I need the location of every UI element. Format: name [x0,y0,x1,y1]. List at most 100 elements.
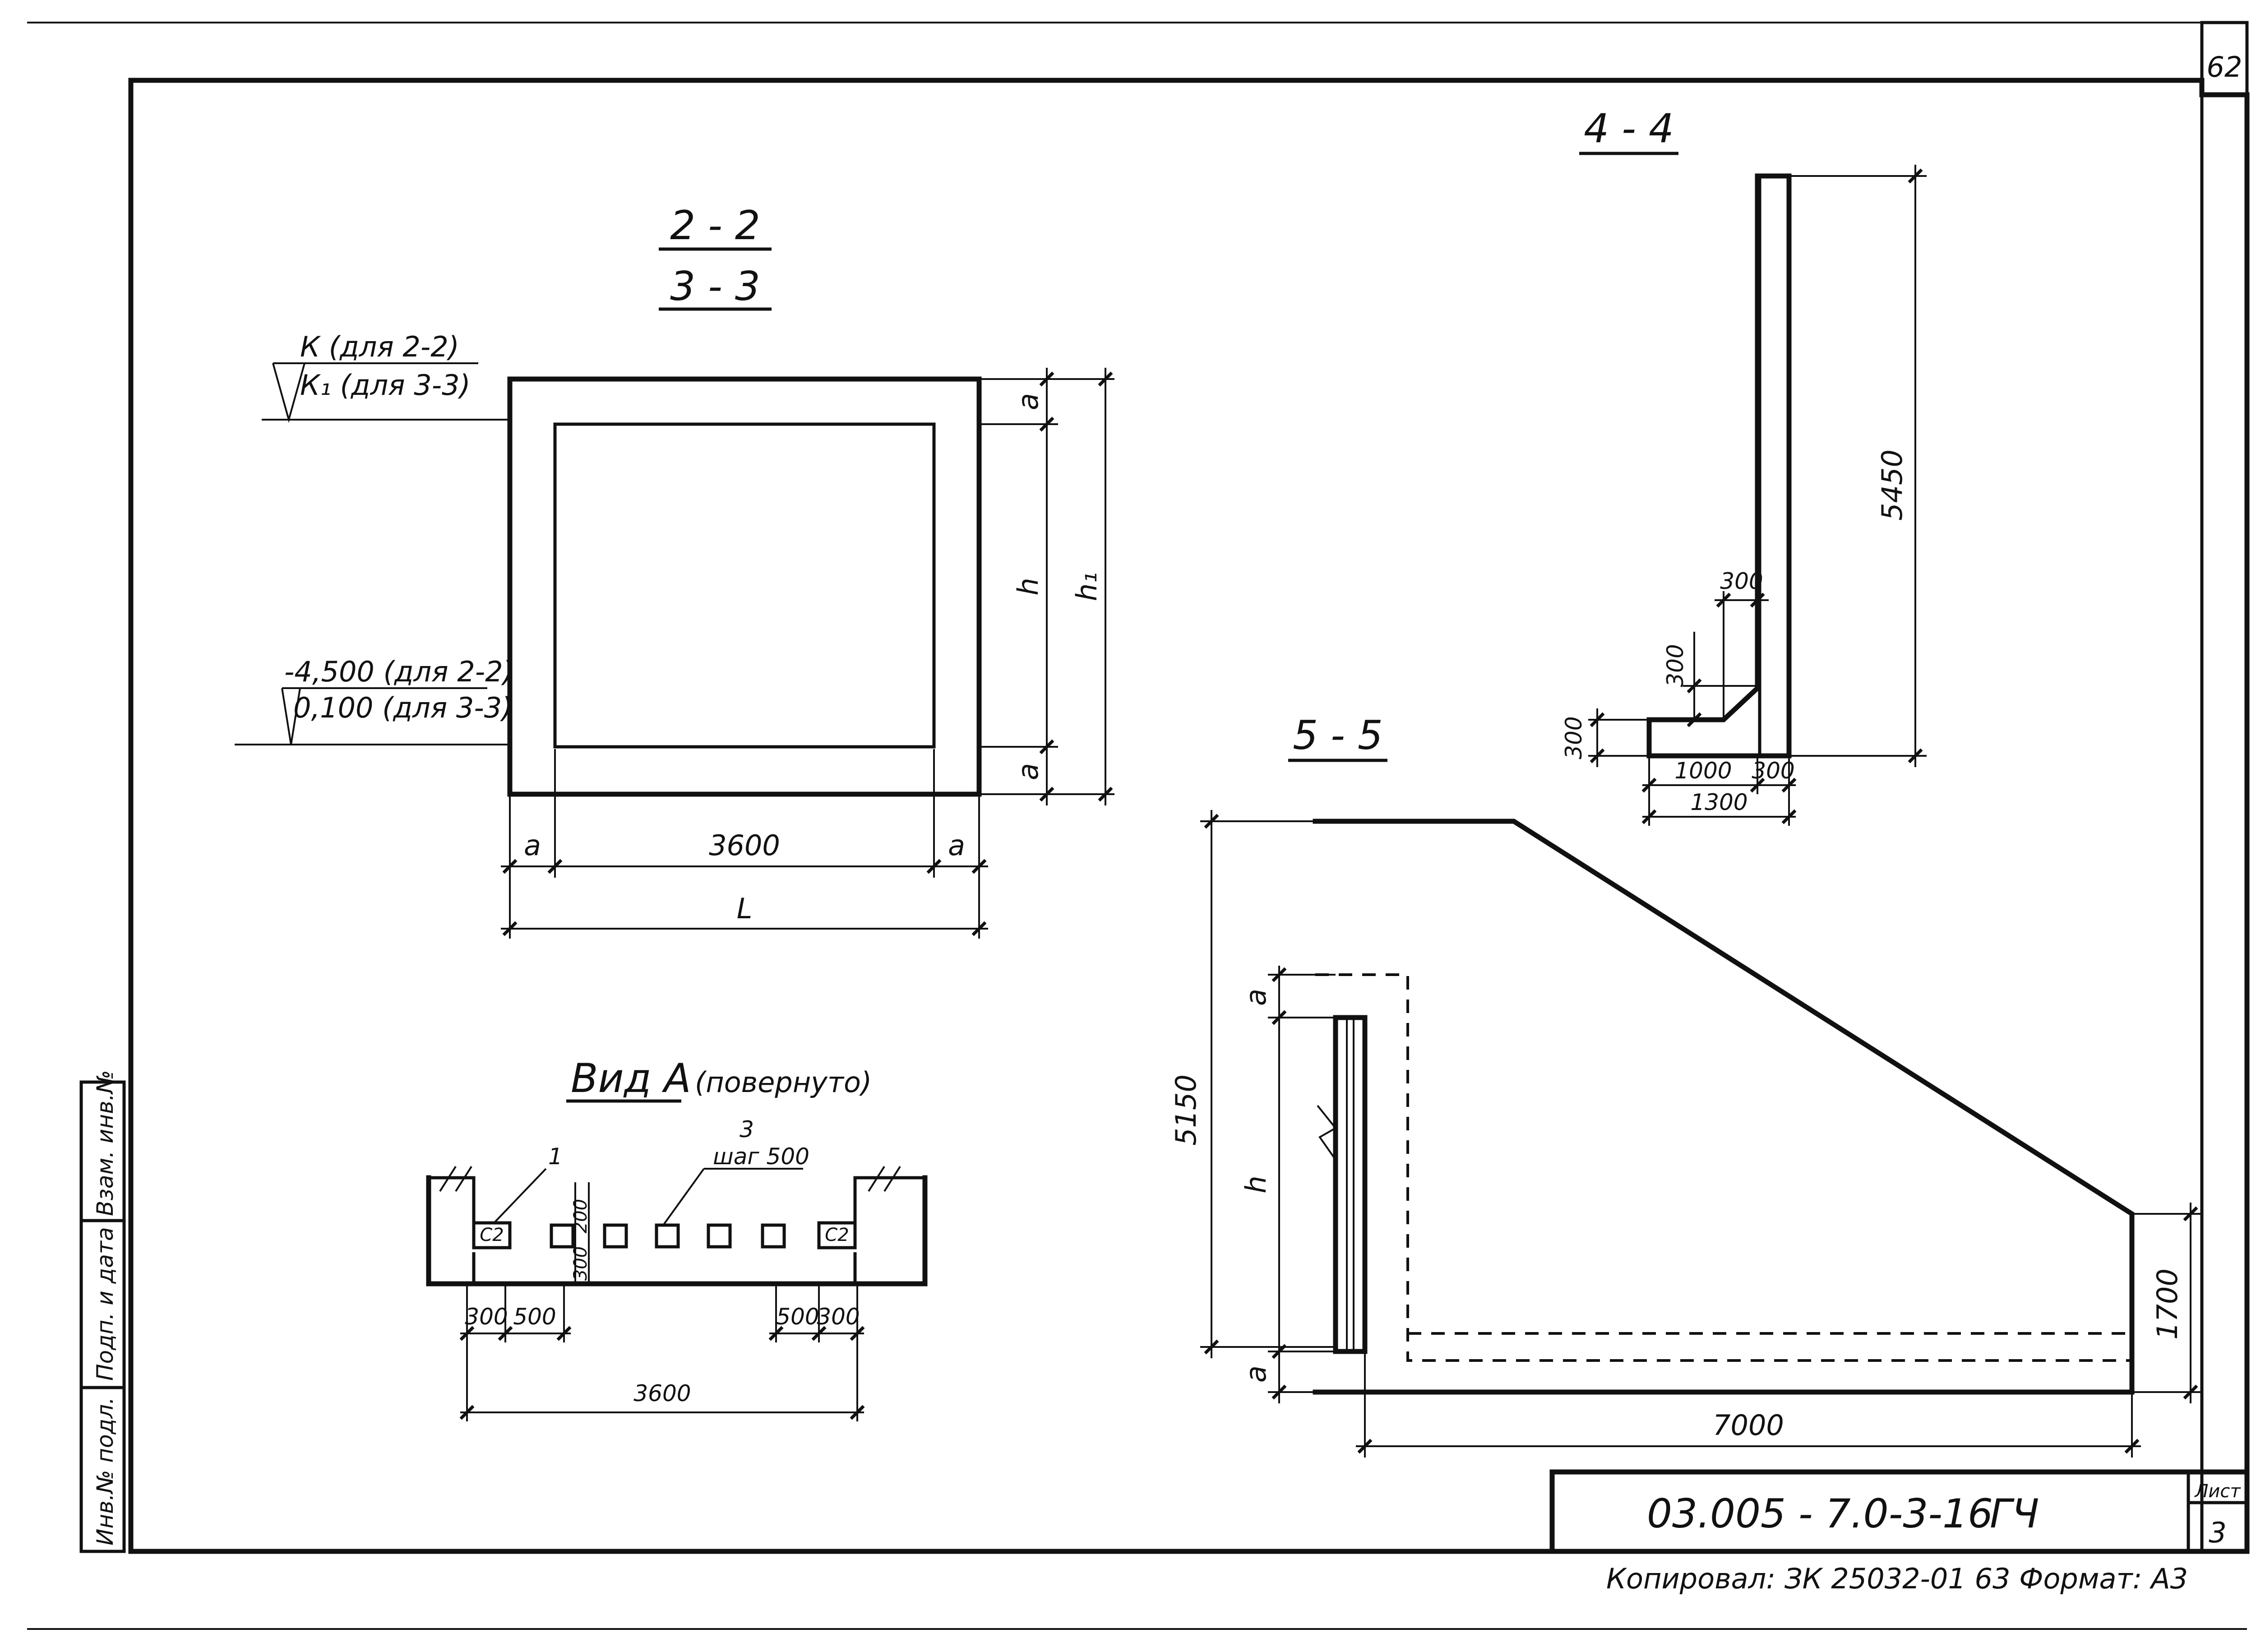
dim-width-3600: 3600 [709,829,780,862]
dimension-tick [926,859,942,874]
opening-3 [655,1223,680,1249]
dimension-tick [1098,371,1113,387]
dim-a-right: a [948,829,965,862]
dimension-tick [1908,748,1923,764]
footer-copied: Копировал: ЗК 25032-01 63 Формат: А3 [1606,1562,2188,1595]
dim-h: h [1012,578,1045,595]
doc-type: ГЧ [1990,1490,2039,1537]
title-block-box [1549,1469,2250,1554]
dimension-tick [1098,787,1113,802]
callout-1-leader [493,1168,547,1224]
view-a-title: Вид А [571,1055,691,1101]
dimension-tick [1271,1384,1287,1400]
dimension-tick [1039,416,1054,432]
dim-h-55: h [1239,1175,1272,1193]
dimension-tick [498,1326,513,1341]
callout-3: 3 [740,1116,754,1143]
dim-5450: 5450 [1876,449,1909,521]
callout-1: 1 [548,1143,563,1170]
top-level-marker [272,363,305,423]
dimension-tick [502,859,518,874]
c2-right-label: С2 [825,1225,849,1245]
dim-500-right: 500 [776,1304,819,1330]
dim-300-wall: 300 [1752,758,1794,784]
section-2-2: 2 - 2 3 - 3 К (для 2-2) К₁ (для 3-3) -4,… [235,202,1114,939]
dimension-tick [1357,1439,1373,1454]
dimension-tick [1781,809,1797,824]
wall-element [1333,1015,1368,1354]
view-a: Вид А (повернуто) С2 С2 1 3 шаг 500 200 … [426,1055,928,1421]
section-5-5-title: 5 - 5 [1293,712,1383,759]
section-2-2-title: 2 - 2 [670,202,760,249]
dimension-tick [1204,814,1219,829]
dimension-tick [1271,1344,1287,1359]
retaining-wall-outline [1313,819,2135,1395]
dim-300-bevel-h: 300 [1720,568,1763,594]
bottom-level-marker [281,688,301,745]
opening-4 [707,1223,732,1249]
stamp-replace-inv: Взам. инв.№ [92,1070,118,1216]
opening-2 [603,1223,628,1249]
dimension-tick [459,1326,475,1341]
dimension-tick [1271,967,1287,982]
section-3-3-title: 3 - 3 [670,263,760,310]
section-4-4: 4 - 4 5450 300 300 300 1000 300 1300 [1561,105,1927,826]
dimension-tick [1716,592,1731,608]
top-level-mark-a: К (для 2-2) [300,330,459,363]
dimension-tick [971,859,987,874]
dimension-tick [850,1405,865,1420]
dim-a-bottom-55: a [1239,1365,1272,1383]
dimension-tick [1590,712,1605,727]
section-5-5: 5 - 5 5150 a h a 1700 7000 [1170,712,2202,1458]
bottom-level-mark-a: -4,500 (для 2-2) [284,655,514,688]
side-stamp: Инв.№ подл. Подп. и дата Взам. инв.№ [79,1070,126,1553]
dim-a-left: a [524,829,541,862]
dimension-tick [547,859,563,874]
bottom-level-mark-b: 0,100 (для 3-3) [293,691,513,724]
dimension-tick [1641,809,1657,824]
view-a-note: (повернуто) [695,1066,872,1099]
sheet-label: Лист [2194,1481,2241,1502]
top-level-mark-b: К₁ (для 3-3) [300,369,471,402]
box-outer-contour [507,376,982,797]
dim-a-bottom: a [1012,763,1045,780]
dimension-tick [1687,678,1702,694]
dim-300-bevel-v: 300 [1662,644,1688,687]
side-stamp-box [79,1080,126,1553]
dimension-tick [2124,1439,2140,1454]
dim-L: L [737,892,753,925]
sheet-number: 3 [2209,1516,2226,1549]
callout-step: шаг 500 [713,1143,809,1170]
box-inner-contour [553,422,936,749]
dim-3600-view-a: 3600 [633,1380,691,1407]
section-4-4-title: 4 - 4 [1584,105,1674,152]
dimension-tick [2183,1206,2198,1222]
c2-left-box [472,1221,512,1249]
doc-code: 03.005 - 7.0-3-16 [1647,1490,1993,1537]
dimension-tick [502,921,518,936]
dimension-tick [1039,787,1054,802]
stamp-sign-date: Подп. и дата [92,1227,118,1381]
title-block: 03.005 - 7.0-3-16 ГЧ Лист 3 Копировал: З… [1549,1469,2250,1595]
dim-5150: 5150 [1170,1074,1202,1146]
dimension-tick [2183,1384,2198,1400]
dimension-tick [1750,592,1765,608]
page-number-box [2200,21,2249,97]
c2-right-box [817,1221,857,1249]
stamp-inv-no: Инв.№ подл. [92,1397,118,1546]
dim-a-top-55: a [1239,989,1272,1006]
dim-1700: 1700 [2151,1268,2184,1340]
dim-300-left: 300 [465,1304,508,1330]
dim-500-left: 500 [513,1304,556,1330]
dim-7000: 7000 [1713,1409,1784,1442]
dim-h1: h₁ [1070,572,1103,601]
opening-5 [761,1223,786,1249]
dim-a-top: a [1012,393,1045,410]
hidden-contour-outer [1315,973,2132,1362]
dimension-tick [811,1326,827,1341]
break-mark-left [439,1166,472,1192]
dimension-tick [1271,1010,1287,1025]
dimension-tick [1908,168,1923,184]
dim-1300: 1300 [1690,789,1747,815]
